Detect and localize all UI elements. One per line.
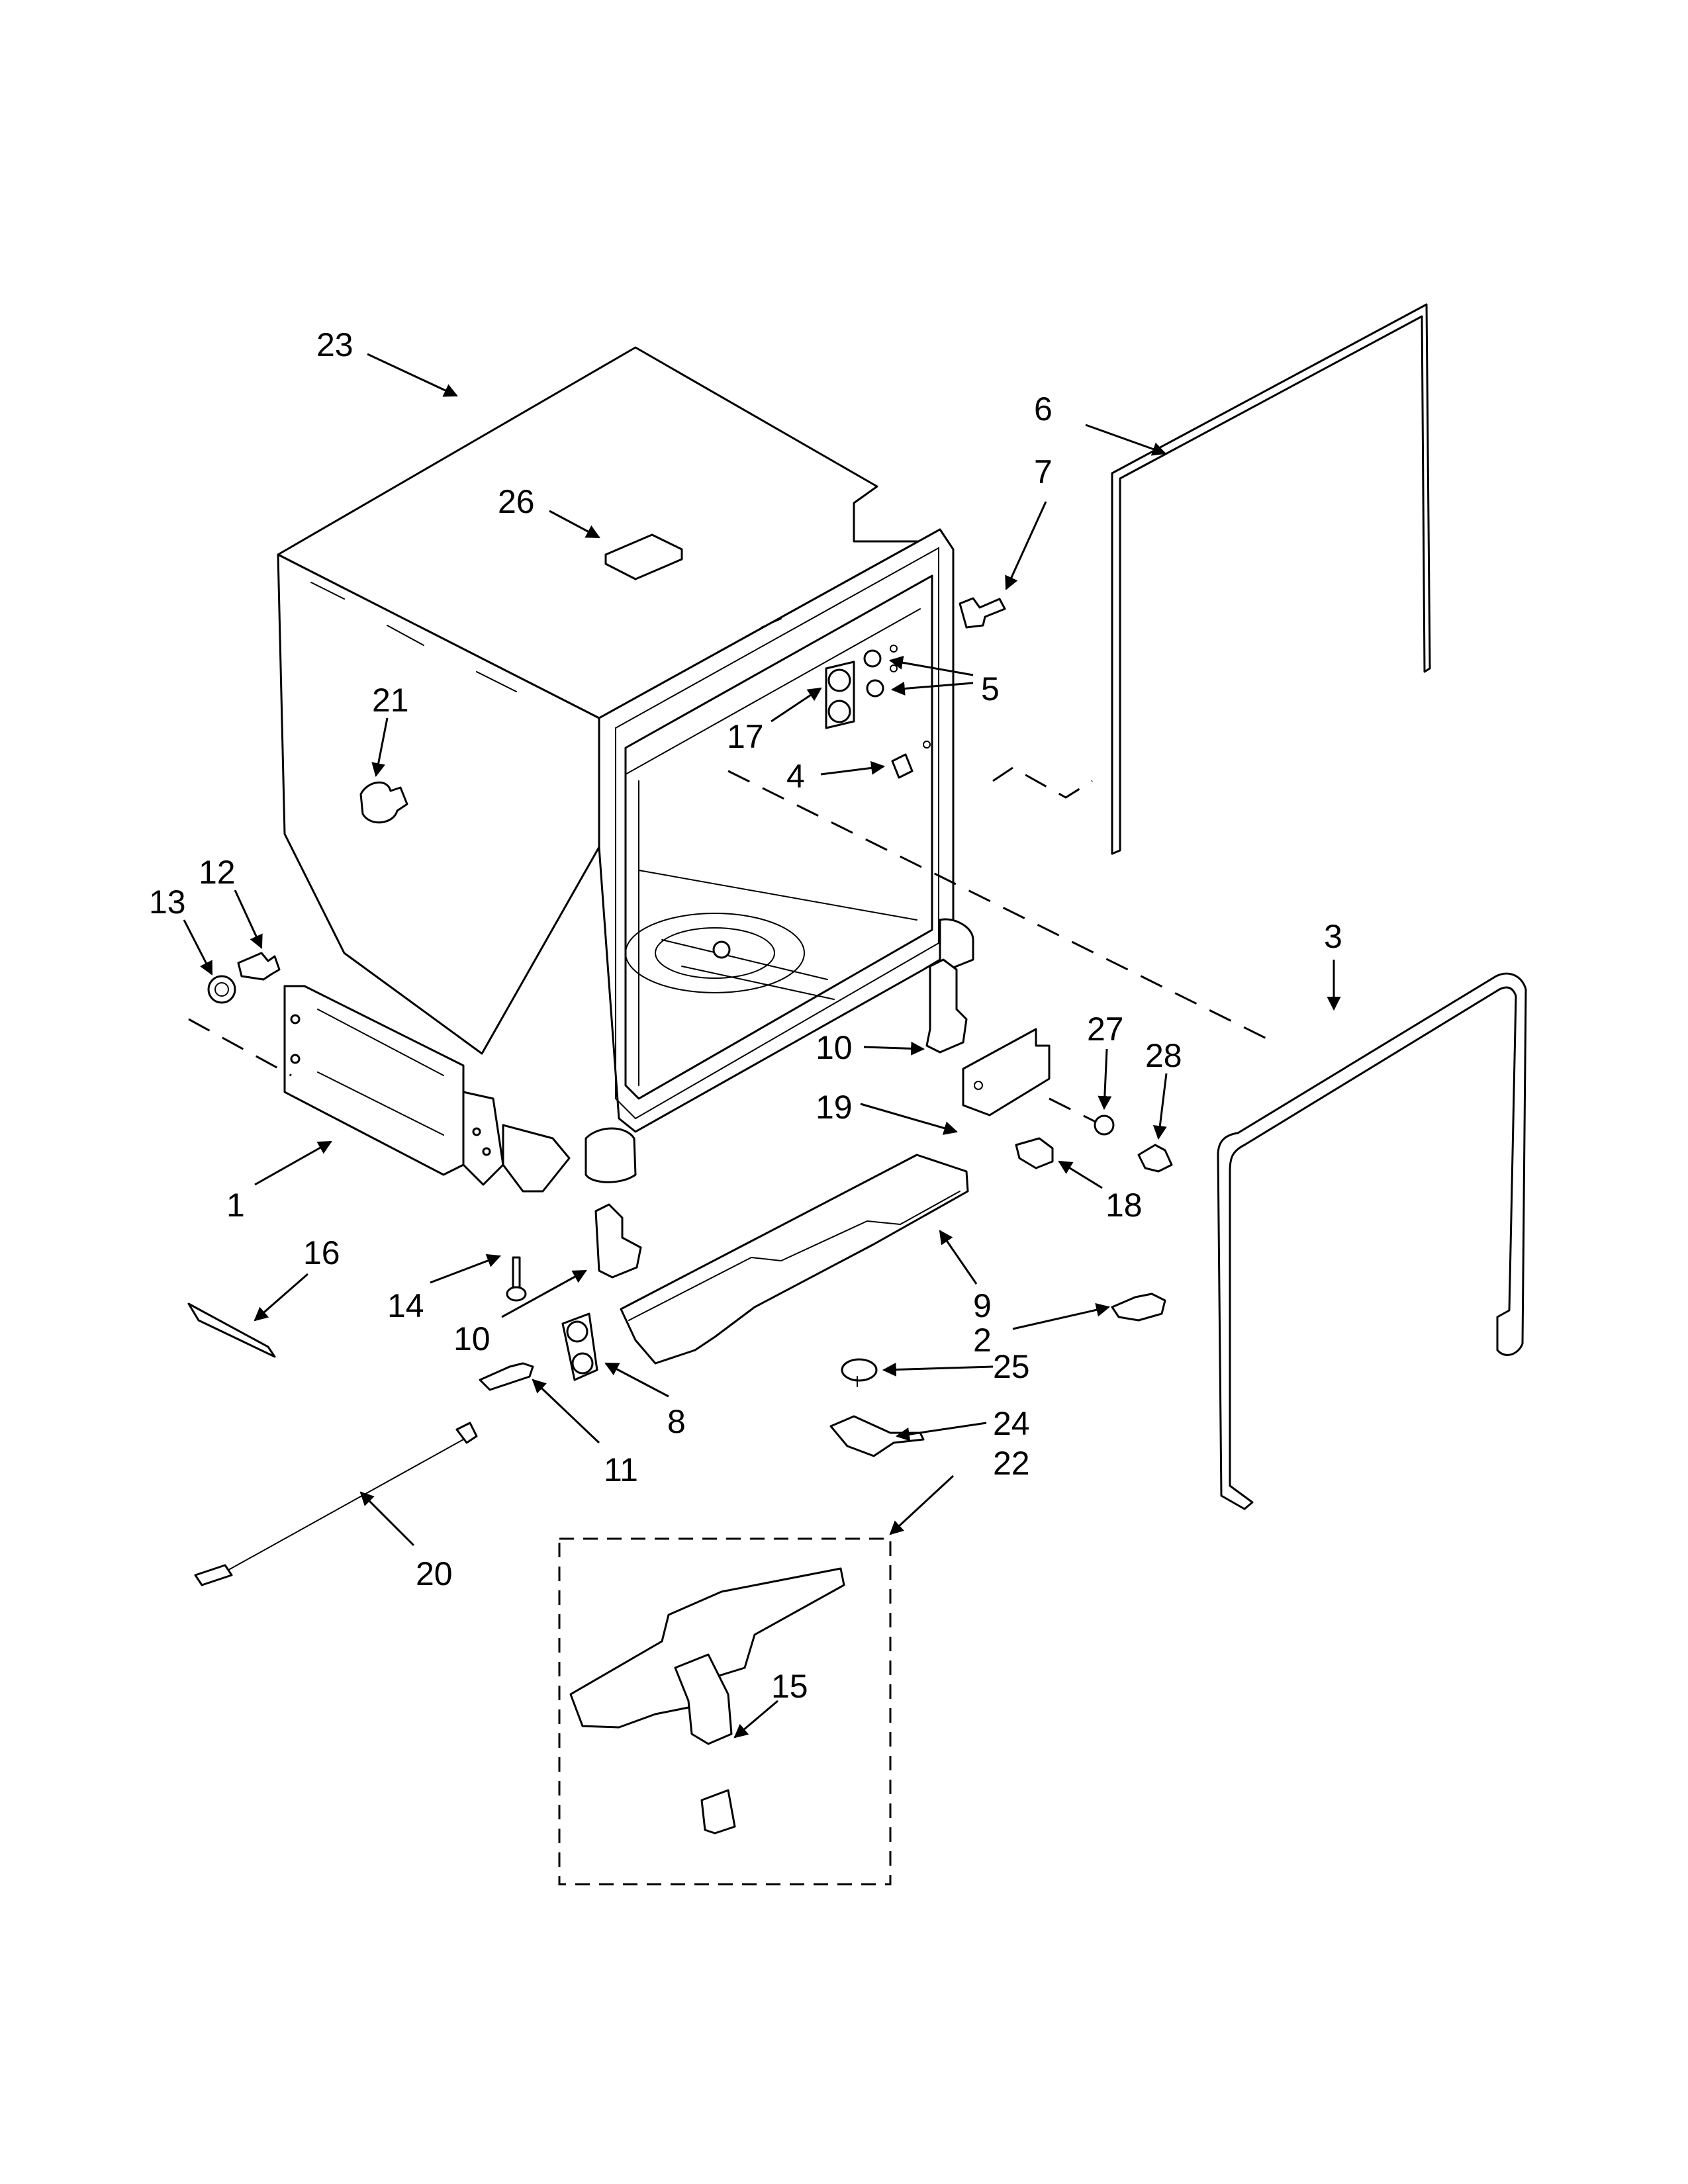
part-21-plug bbox=[359, 781, 408, 824]
callout-6: 6 bbox=[1034, 390, 1053, 428]
callout-10-lower: 10 bbox=[453, 1320, 491, 1357]
part-9-shield bbox=[620, 1154, 969, 1365]
part-11-screw bbox=[479, 1362, 534, 1391]
callout-4: 4 bbox=[786, 758, 805, 795]
part-26-clip bbox=[604, 533, 683, 580]
callout-27: 27 bbox=[1087, 1011, 1124, 1048]
callout-21: 21 bbox=[372, 682, 409, 719]
part-3-gasket-bottom bbox=[1217, 972, 1527, 1510]
callout-3: 3 bbox=[1324, 918, 1342, 955]
part-25-thermostat bbox=[841, 1358, 878, 1387]
callout-25: 25 bbox=[993, 1348, 1030, 1385]
callout-15: 15 bbox=[771, 1668, 808, 1705]
callout-17: 17 bbox=[727, 718, 764, 755]
callout-24: 24 bbox=[993, 1405, 1030, 1442]
part-18-screw bbox=[1015, 1137, 1054, 1169]
alignment-line-left bbox=[188, 1018, 292, 1077]
callout-22: 22 bbox=[993, 1445, 1030, 1482]
callout-labels: 23 26 21 6 7 5 17 4 12 13 3 27 28 10 19 … bbox=[149, 326, 1342, 1705]
callout-16: 16 bbox=[303, 1234, 340, 1271]
callout-10-upper: 10 bbox=[816, 1029, 853, 1066]
callout-5: 5 bbox=[981, 670, 1000, 707]
callout-2: 2 bbox=[973, 1322, 992, 1359]
part-16-spring bbox=[187, 1302, 276, 1358]
callout-19: 19 bbox=[816, 1089, 853, 1126]
part-22-group-box bbox=[558, 1537, 892, 1886]
part-22-assembly bbox=[569, 1567, 845, 1745]
part-7-screw bbox=[959, 597, 1006, 629]
callout-26: 26 bbox=[498, 483, 535, 520]
callout-1: 1 bbox=[226, 1187, 245, 1224]
part-5-washer-a bbox=[863, 649, 882, 668]
part-10-bracket-upper bbox=[925, 958, 968, 1054]
callout-13: 13 bbox=[149, 884, 186, 921]
base-frame bbox=[283, 985, 571, 1193]
callout-7: 7 bbox=[1034, 453, 1053, 490]
callout-12: 12 bbox=[199, 854, 236, 891]
alignment-line-top bbox=[992, 766, 1093, 799]
alignment-line-right bbox=[727, 770, 1275, 1044]
part-10-bracket-lower bbox=[594, 1203, 642, 1279]
alignment-line-19 bbox=[1049, 1097, 1096, 1123]
callout-8: 8 bbox=[667, 1403, 686, 1440]
part-17-rollers bbox=[825, 660, 855, 729]
part-19-bracket bbox=[962, 1028, 1051, 1116]
tub-assembly bbox=[277, 346, 974, 1183]
part-28-screw bbox=[1137, 1144, 1173, 1173]
callout-14: 14 bbox=[387, 1287, 424, 1324]
part-4-plug bbox=[891, 753, 914, 779]
part-5-washer-b bbox=[866, 679, 884, 698]
callout-9: 9 bbox=[973, 1287, 992, 1324]
callout-11: 11 bbox=[604, 1451, 638, 1488]
callout-20: 20 bbox=[416, 1555, 453, 1592]
part-14-leveler bbox=[506, 1256, 527, 1302]
part-20-wire bbox=[194, 1422, 478, 1586]
leader-lines bbox=[183, 353, 1341, 1739]
part-15-switch bbox=[700, 1789, 736, 1835]
callout-23: 23 bbox=[316, 326, 353, 363]
part-2-latch bbox=[1111, 1293, 1166, 1322]
part-8-rollers bbox=[561, 1312, 598, 1381]
callout-18: 18 bbox=[1105, 1187, 1143, 1224]
callout-28: 28 bbox=[1145, 1037, 1182, 1074]
part-24-bracket bbox=[829, 1415, 925, 1457]
part-27-washer bbox=[1094, 1115, 1115, 1136]
part-6-gasket-top bbox=[1111, 303, 1431, 855]
part-12-screw bbox=[237, 952, 281, 981]
part-13-grommet bbox=[207, 975, 236, 1004]
